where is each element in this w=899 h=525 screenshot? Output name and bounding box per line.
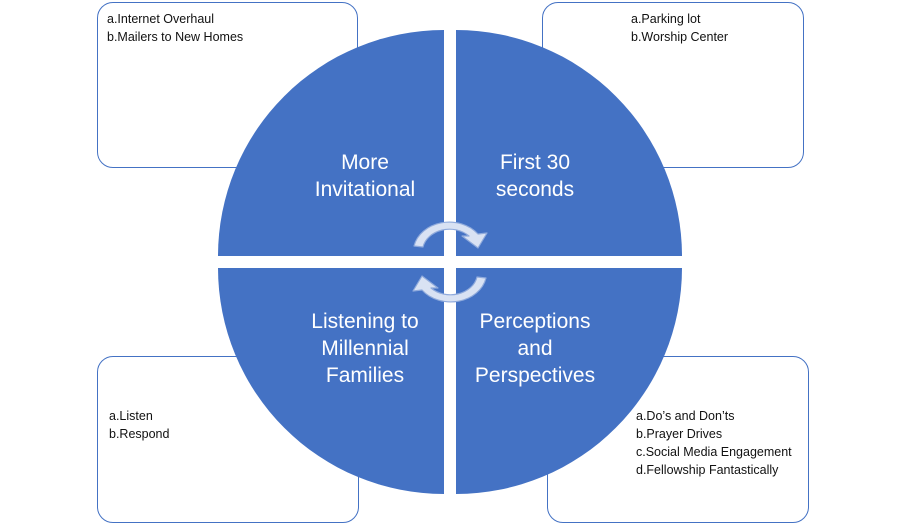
list-item: a.Do’s and Don’ts — [636, 409, 735, 423]
list-item: b.Respond — [109, 427, 170, 441]
quadrant-top-left — [218, 30, 444, 256]
quadrant-top-right — [456, 30, 682, 256]
quadrant-label-first-30-seconds: First 30 seconds — [495, 151, 575, 201]
list-item: d.Fellowship Fantastically — [636, 463, 779, 477]
list-item: a.Internet Overhaul — [107, 12, 215, 26]
list-item: a.Parking lot — [631, 12, 701, 26]
list-item: b.Mailers to New Homes — [107, 30, 244, 44]
circular-cycle-arrows-icon — [412, 221, 488, 303]
quadrant-bottom-left — [218, 268, 444, 494]
list-item: b.Prayer Drives — [636, 427, 723, 441]
quadrant-label-perceptions-and-perspectives: Perceptions and Perspectives — [474, 310, 596, 387]
quadrant-label-listening-to-millennial-families: Listening to Millennial Families — [311, 310, 419, 387]
quadrant-bottom-right — [456, 268, 682, 494]
list-item: c.Social Media Engagement — [636, 445, 792, 459]
list-item: a.Listen — [109, 409, 153, 423]
quadrant-label-more-invitational: More Invitational — [314, 151, 416, 201]
list-item: b.Worship Center — [631, 30, 729, 44]
